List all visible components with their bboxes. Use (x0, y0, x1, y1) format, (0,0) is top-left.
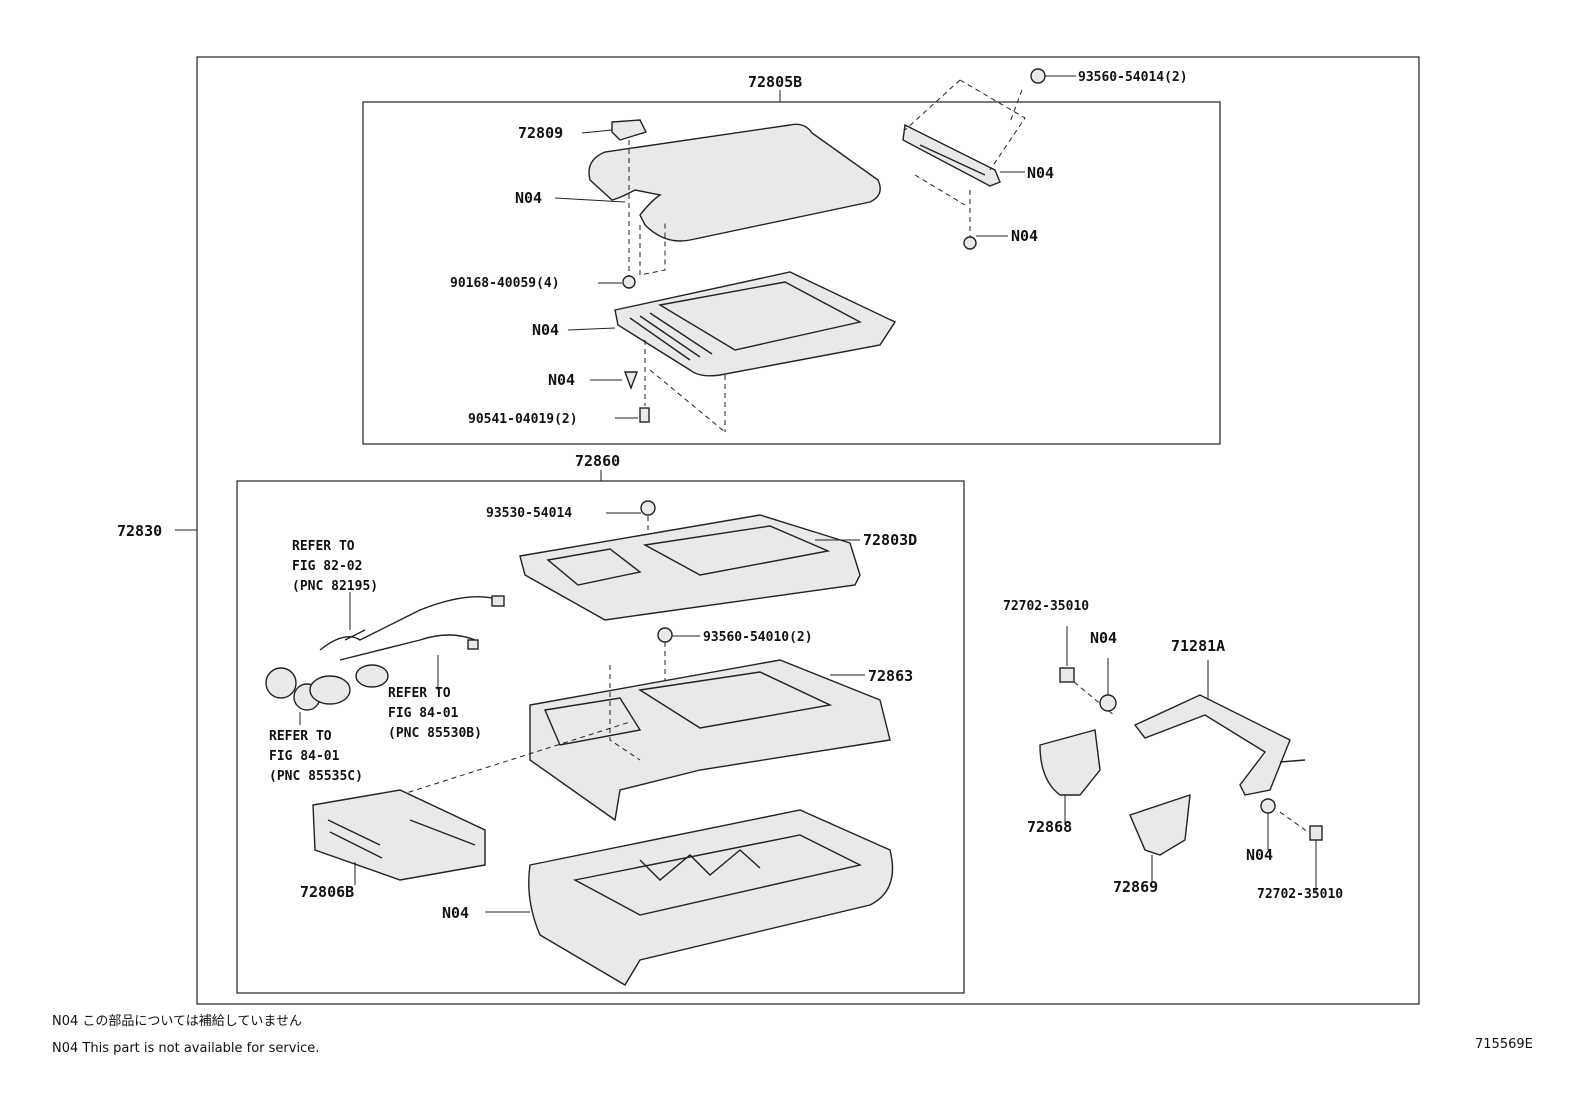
label-72702-bottom: 72702-35010 (1257, 887, 1343, 902)
label-93560-54010: 93560-54010(2) (703, 630, 813, 645)
label-72863: 72863 (868, 667, 913, 685)
refer-note-2-line1: REFER TO (388, 686, 451, 701)
refer-note-3-line2: FIG 84-01 (269, 749, 340, 764)
cover-72869 (1129, 793, 1191, 856)
bolt-72702-top (1059, 667, 1075, 683)
socket-85530b (355, 664, 389, 688)
panel-screw (623, 371, 639, 390)
refer-note-3-line1: REFER TO (269, 729, 332, 744)
lid-group-frame (362, 101, 1221, 445)
label-72702-top: 72702-35010 (1003, 599, 1089, 614)
bracket-nut (1099, 694, 1117, 712)
footer-note-en: N04 This part is not available for servi… (52, 1041, 319, 1056)
label-n04-hinge: N04 (1027, 164, 1054, 182)
console-inner-box (529, 659, 891, 822)
refer-note-2-line2: FIG 84-01 (388, 706, 459, 721)
wire-harness (319, 596, 501, 661)
refer-note-1-line2: FIG 82-02 (292, 559, 362, 574)
label-93530: 93530-54014 (486, 506, 572, 521)
armrest-lid (588, 123, 881, 242)
label-90168: 90168-40059(4) (450, 276, 560, 291)
bracket-nut-low (1260, 798, 1276, 814)
label-n04-bracket-low: N04 (1246, 846, 1273, 864)
screw-93530 (640, 500, 656, 516)
refer-note-1-line3: (PNC 82195) (292, 579, 378, 594)
label-n04-inner: N04 (532, 321, 559, 339)
label-72803d: 72803D (863, 531, 917, 549)
label-93560-54014: 93560-54014(2) (1078, 70, 1188, 85)
bolt-90541 (639, 407, 650, 423)
hinge-bolt (963, 236, 977, 250)
label-72860: 72860 (575, 452, 620, 470)
footer-note-jp: N04 この部品については補給していません (52, 1014, 302, 1029)
label-n04-bracket: N04 (1090, 629, 1117, 647)
label-71281a: 71281A (1171, 637, 1225, 655)
diagram-code: 715569E (1475, 1037, 1533, 1052)
console-upper-panel (519, 514, 861, 621)
lid-inner-panel (614, 271, 897, 377)
clip-90168 (622, 275, 636, 289)
label-72868: 72868 (1027, 818, 1072, 836)
screw-93560-54010 (657, 627, 673, 643)
cover-72868 (1039, 729, 1101, 796)
socket-cap (265, 667, 297, 699)
label-n04-hinge-bolt: N04 (1011, 227, 1038, 245)
label-n04-screw: N04 (548, 371, 575, 389)
bolt-72702-bottom (1309, 825, 1323, 841)
label-72809: 72809 (518, 124, 563, 142)
screw-93560-54014 (1030, 68, 1046, 84)
refer-note-2-line3: (PNC 85530B) (388, 726, 482, 741)
bracket-71281a (1133, 694, 1291, 796)
refer-note-1-line1: REFER TO (292, 539, 355, 554)
console-base (528, 809, 894, 986)
lid-cap (611, 119, 647, 141)
refer-note-3-line3: (PNC 85535C) (269, 769, 363, 784)
label-n04-base: N04 (442, 904, 469, 922)
label-72805b: 72805B (748, 73, 802, 91)
label-72830: 72830 (117, 522, 162, 540)
label-n04-lid: N04 (515, 189, 542, 207)
harness-connector (491, 595, 505, 607)
socket-body (309, 675, 351, 705)
harness-connector-2 (467, 639, 479, 650)
label-72806b: 72806B (300, 883, 354, 901)
console-tray (312, 789, 486, 881)
label-72869: 72869 (1113, 878, 1158, 896)
label-90541: 90541-04019(2) (468, 412, 578, 427)
